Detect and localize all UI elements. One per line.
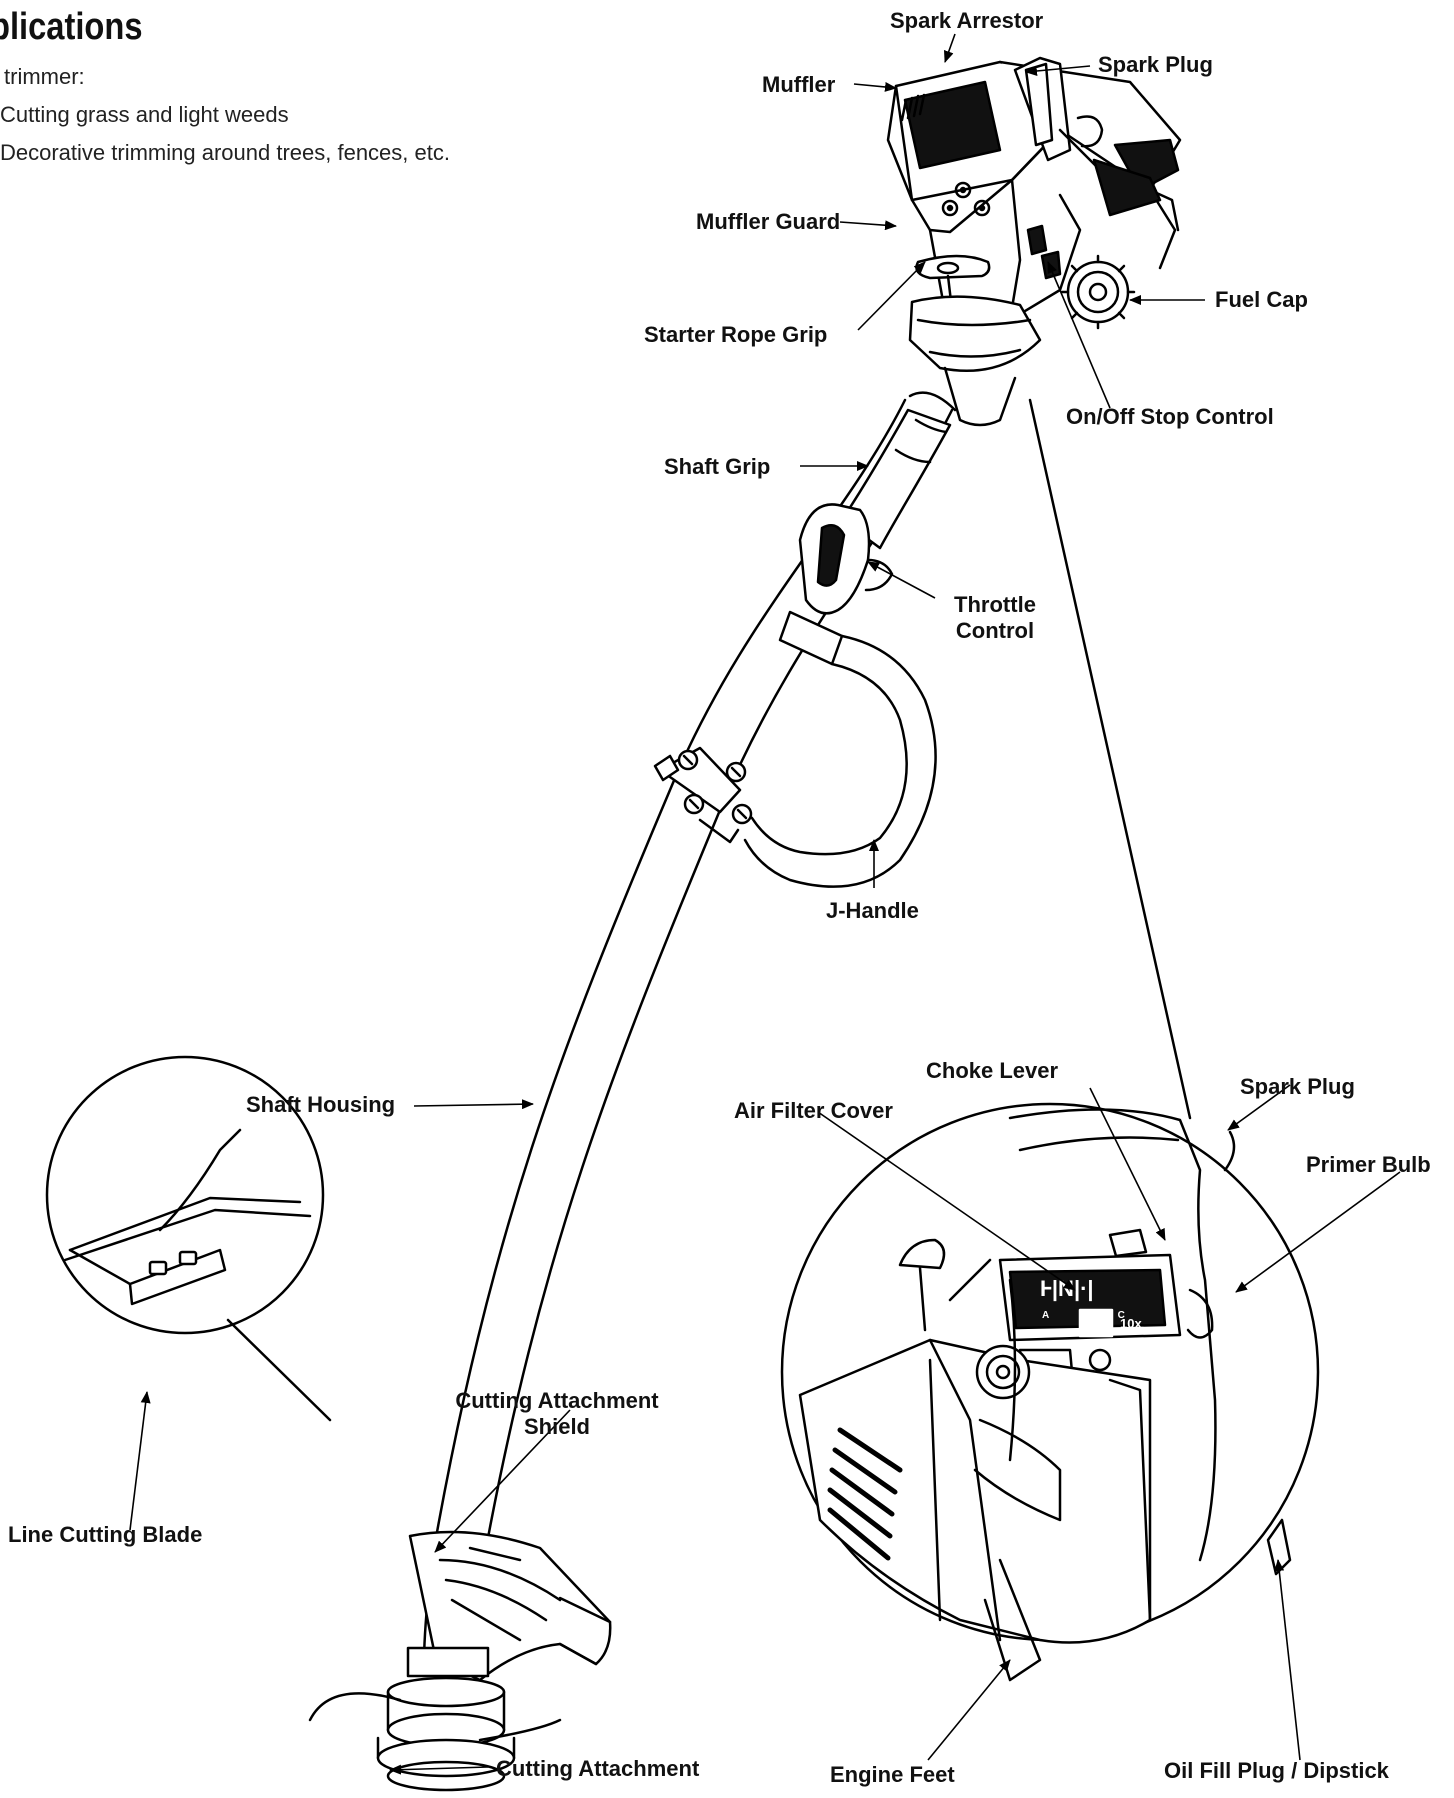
label-primer-bulb: Primer Bulb [1306, 1152, 1431, 1177]
label-cutting-attachment: Cutting Attachment [496, 1756, 700, 1781]
cutting-shield-drawing [408, 1530, 612, 1682]
decal-count: 10x [1120, 1316, 1142, 1331]
label-throttle-control: Throttle Control [940, 592, 1050, 644]
label-on-off-stop-control: On/Off Stop Control [1066, 404, 1274, 429]
blade-connector-line [226, 1318, 332, 1422]
decal-letters: A B C [1042, 1310, 1139, 1321]
engine-detail-inset [780, 1102, 1320, 1682]
j-handle-drawing [653, 610, 937, 888]
use-item-2: Decorative trimming around trees, fences… [0, 140, 450, 165]
shaft-grip-drawing [840, 408, 952, 550]
throttle-trigger-drawing [798, 503, 894, 615]
fuel-cap-drawing [1060, 254, 1136, 330]
label-shaft-grip: Shaft Grip [664, 454, 771, 479]
label-oil-fill-plug-dipstick: Oil Fill Plug / Dipstick [1164, 1758, 1389, 1783]
blade-detail-inset [45, 1055, 325, 1335]
section-heading: plications [0, 6, 143, 48]
use-item-1: Cutting grass and light weeds [0, 102, 289, 127]
muffler-vents [900, 93, 926, 122]
decal-symbols: Ⱶ|N|·| [1040, 1276, 1094, 1301]
label-spark-plug-detail: Spark Plug [1240, 1074, 1355, 1099]
engine-detail-connector [1028, 398, 1192, 1120]
label-j-handle: J-Handle [826, 898, 919, 923]
label-air-filter-cover: Air Filter Cover [734, 1098, 893, 1123]
leader-lines [129, 33, 1401, 1775]
engine-assembly [886, 56, 1182, 427]
label-line-cutting-blade: Line Cutting Blade [8, 1522, 203, 1547]
label-throttle-control-line2: Control [955, 618, 1035, 643]
label-cutting-attachment-shield-line2: Shield [523, 1414, 590, 1439]
label-muffler: Muffler [762, 72, 836, 97]
label-choke-lever: Choke Lever [926, 1058, 1059, 1083]
label-spark-arrestor: Spark Arrestor [890, 8, 1044, 33]
intro-text: trimmer: [4, 64, 85, 89]
label-spark-plug: Spark Plug [1098, 52, 1213, 77]
label-cutting-attachment-shield-line1: Cutting Attachment [455, 1388, 659, 1413]
label-shaft-housing: Shaft Housing [246, 1092, 396, 1117]
label-cutting-attachment-shield: Cutting Attachment Shield [432, 1388, 682, 1440]
label-engine-feet: Engine Feet [830, 1762, 955, 1787]
label-throttle-control-line1: Throttle [954, 592, 1036, 617]
label-muffler-guard: Muffler Guard [696, 209, 841, 234]
label-starter-rope-grip: Starter Rope Grip [644, 322, 828, 347]
label-fuel-cap: Fuel Cap [1215, 287, 1308, 312]
